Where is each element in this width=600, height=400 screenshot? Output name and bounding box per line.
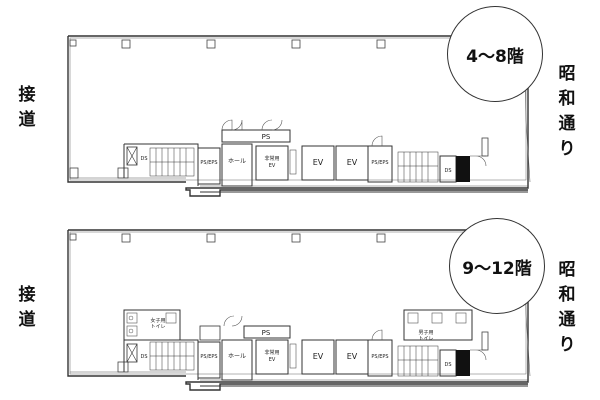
room-label-emergency-ev-1b: EV — [269, 163, 276, 169]
room-label-ps-eps-right-1: PS/EPS — [371, 160, 388, 166]
road-label-char: 道 — [18, 310, 36, 330]
room-label-mens-toilet-2a: 男子用 — [418, 329, 433, 336]
room-label-ds-right-1: DS — [444, 168, 451, 174]
room-label-ps-eps-left-1: PS/EPS — [200, 160, 217, 166]
room-label-ps-top-1: PS — [262, 133, 271, 141]
room-label-ps-eps-right-2: PS/EPS — [371, 354, 388, 360]
room-label-emergency-ev-1a: 非常用 — [264, 155, 279, 162]
room-label-ds-right-2: DS — [444, 362, 451, 368]
road-label-left-lower: 接 道 — [16, 283, 38, 333]
room-label-hall-2: ホール — [228, 353, 246, 360]
room-label-ev1-2: EV — [313, 352, 324, 361]
street-label-char: 通 — [558, 114, 576, 134]
road-label-left-upper: 接 道 — [16, 83, 38, 133]
room-label-ev2-1: EV — [347, 158, 358, 167]
room-label-ds-left-2: DS — [140, 354, 147, 360]
street-label-char: 和 — [558, 89, 576, 109]
road-label-char: 道 — [18, 110, 36, 130]
street-label-right-upper: 昭 和 通 り — [556, 62, 578, 162]
plan-lower-outer-wall — [67, 229, 529, 391]
floor-badge-text: 9～12階 — [462, 258, 532, 279]
road-label-char: 接 — [18, 85, 36, 105]
street-label-char: 昭 — [558, 260, 576, 280]
street-label-char: 通 — [558, 310, 576, 330]
street-label-right-lower: 昭 和 通 り — [556, 258, 578, 358]
street-label-char: り — [558, 335, 576, 355]
room-label-emergency-ev-2a: 非常用 — [264, 349, 279, 356]
plan-upper-outer-wall — [67, 35, 529, 197]
room-label-womens-toilet-2a: 女子用 — [150, 317, 165, 324]
street-label-char: り — [558, 139, 576, 159]
room-label-ps-top-2: PS — [262, 329, 271, 337]
floor-badge-lower: 9～12階 — [449, 218, 545, 314]
room-label-ev1-1: EV — [313, 158, 324, 167]
floor-badge-text: 4～8階 — [466, 46, 524, 67]
floor-plan-lower — [67, 229, 531, 391]
road-label-char: 接 — [18, 285, 36, 305]
room-label-ds-left-1: DS — [140, 156, 147, 162]
room-label-emergency-ev-2b: EV — [269, 357, 276, 363]
street-label-char: 昭 — [558, 64, 576, 84]
room-label-womens-toilet-2b: トイレ — [150, 324, 165, 330]
room-label-hall-1: ホール — [228, 158, 246, 165]
room-label-ps-eps-left-2: PS/EPS — [200, 354, 217, 360]
floor-plan-upper — [67, 35, 531, 197]
room-label-mens-toilet-2b: トイレ — [418, 336, 433, 342]
street-label-char: 和 — [558, 285, 576, 305]
room-label-ev2-2: EV — [347, 352, 358, 361]
floor-badge-upper: 4～8階 — [447, 6, 543, 102]
